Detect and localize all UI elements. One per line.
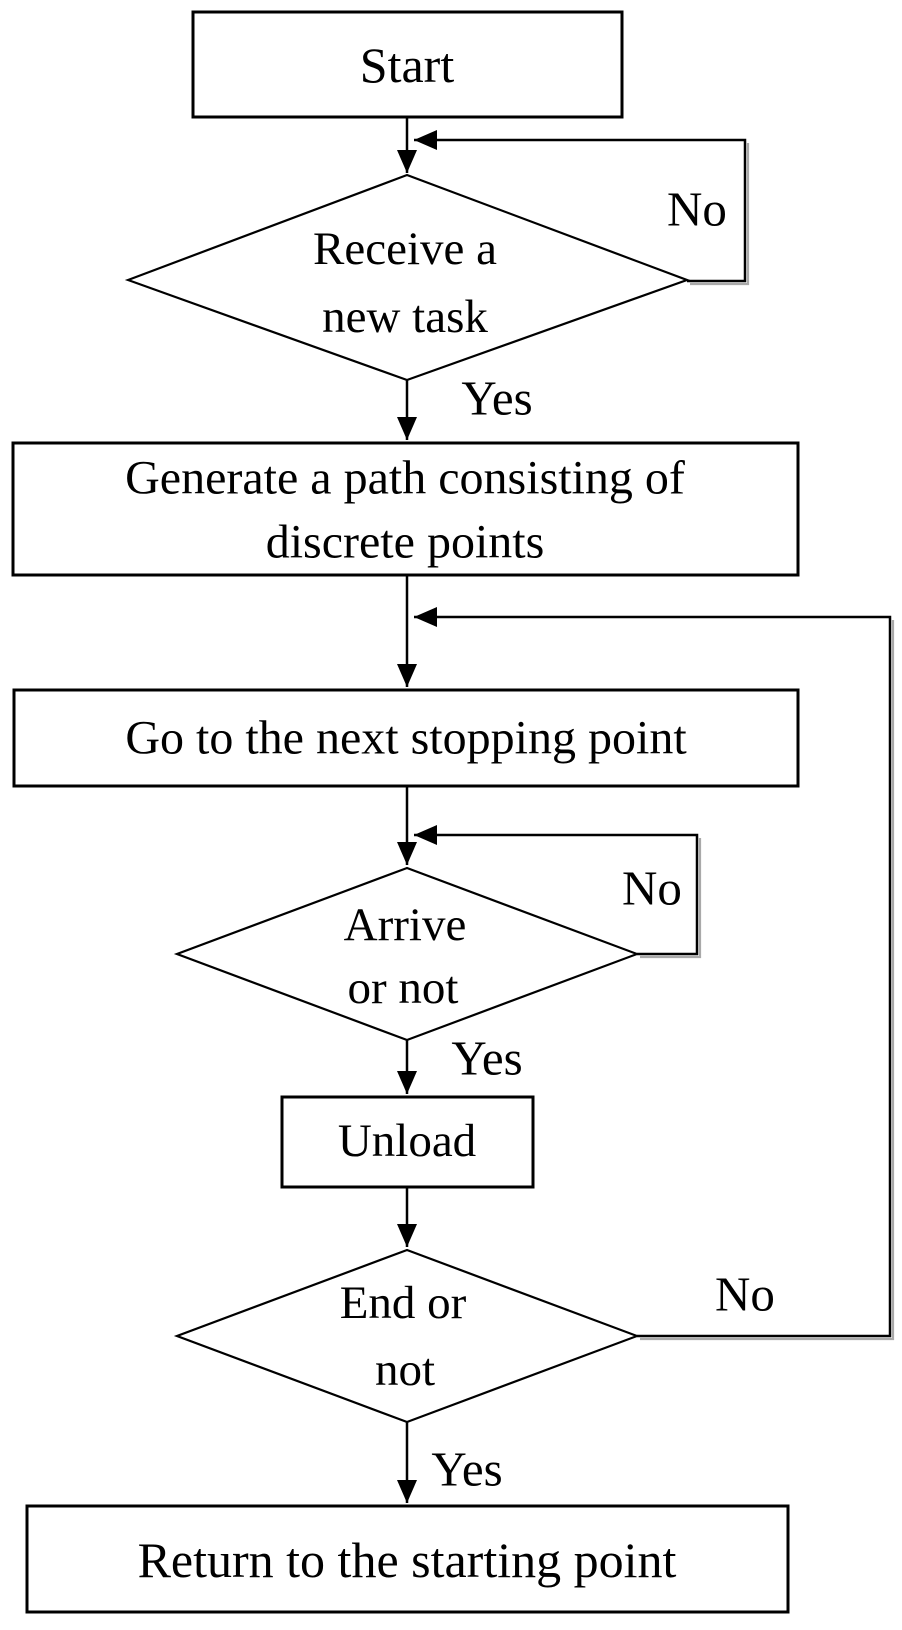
node-go-next-point bbox=[12, 688, 800, 788]
receive-no-loop-shadow bbox=[690, 143, 750, 286]
edge-arrive-no-loop bbox=[414, 825, 699, 956]
generate-path-label-line1: Generate a path consisting of bbox=[125, 452, 685, 505]
end-or-not-label-line2: not bbox=[375, 1344, 435, 1396]
edges bbox=[397, 117, 892, 1503]
return-label: Return to the starting point bbox=[138, 1532, 677, 1588]
start-label: Start bbox=[360, 37, 455, 93]
receive-task-label-line2: new task bbox=[322, 291, 488, 343]
edge-label-end-yes: Yes bbox=[431, 1442, 502, 1497]
decision-arrive bbox=[173, 866, 641, 1042]
edge-label-receive-yes: Yes bbox=[461, 371, 532, 426]
node-unload bbox=[280, 1095, 535, 1189]
go-next-point-label: Go to the next stopping point bbox=[125, 712, 687, 765]
unload-label: Unload bbox=[338, 1115, 476, 1167]
nodes bbox=[11, 10, 800, 1614]
node-labels: Start Receive a new task Generate a path… bbox=[125, 37, 687, 1588]
end-or-not-label-line1: End or bbox=[340, 1277, 467, 1329]
edge-label-end-no: No bbox=[715, 1267, 775, 1322]
arrive-label-line2: or not bbox=[348, 962, 459, 1014]
node-return bbox=[25, 1504, 790, 1614]
decision-receive-task bbox=[124, 173, 691, 382]
generate-path-label-line2: discrete points bbox=[266, 516, 545, 569]
end-no-loop-shadow bbox=[640, 620, 895, 1341]
edge-label-receive-no: No bbox=[667, 182, 727, 237]
edge-end-no-loop-to-gonext bbox=[414, 607, 892, 1338]
edge-receive-no-loop bbox=[414, 130, 747, 283]
edge-label-arrive-no: No bbox=[622, 861, 682, 916]
edge-label-arrive-yes: Yes bbox=[451, 1031, 522, 1086]
node-start bbox=[191, 10, 624, 119]
receive-task-label-line1: Receive a bbox=[313, 223, 497, 275]
decision-end-or-not bbox=[173, 1248, 641, 1424]
edge-labels: No Yes No Yes No Yes bbox=[431, 182, 775, 1497]
arrive-no-loop-shadow bbox=[640, 838, 702, 959]
node-generate-path bbox=[11, 441, 800, 577]
arrive-label-line1: Arrive bbox=[344, 899, 467, 951]
loop-shadows bbox=[640, 143, 895, 1341]
